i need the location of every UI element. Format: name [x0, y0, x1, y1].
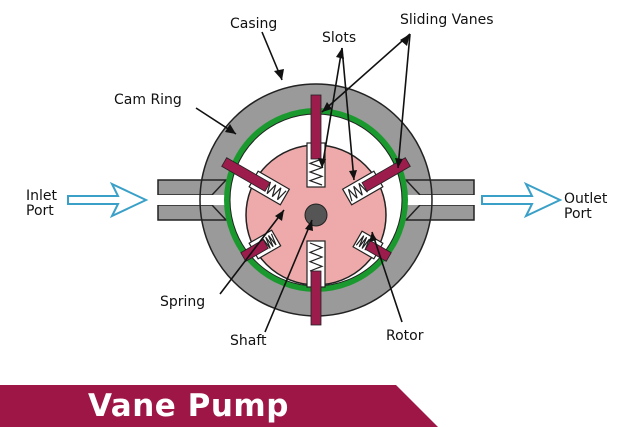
- sliding-vane: [240, 239, 269, 262]
- vane-assembly: [221, 157, 291, 206]
- label-inlet-1: Inlet: [26, 188, 58, 204]
- spring: [262, 233, 277, 249]
- leader-slots-a: [321, 47, 343, 169]
- vane-assembly: [306, 94, 326, 188]
- label-inlet-2: Port: [26, 203, 54, 219]
- leader-shaft: [264, 219, 313, 333]
- inlet-arrow: [67, 181, 149, 219]
- label-sliding-vanes: Sliding Vanes: [400, 12, 494, 28]
- leader-slots-b: [341, 47, 355, 181]
- leader-lines: [195, 31, 411, 333]
- leader-vanes-b: [397, 33, 411, 169]
- leader-rotor: [371, 231, 403, 323]
- sliding-vane: [221, 157, 271, 192]
- spring: [355, 235, 371, 251]
- shaft: [304, 203, 328, 227]
- leader-spring: [219, 209, 285, 295]
- sliding-vane: [310, 94, 322, 160]
- title-banner: [0, 385, 438, 427]
- label-shaft: Shaft: [230, 333, 267, 349]
- label-casing: Casing: [230, 16, 277, 32]
- spring: [347, 182, 368, 202]
- spring: [308, 158, 324, 186]
- label-outlet-1: Outlet: [564, 191, 608, 207]
- vane-assembly: [306, 240, 326, 326]
- page-title: Vane Pump: [88, 388, 289, 424]
- label-rotor: Rotor: [386, 328, 424, 344]
- label-spring: Spring: [160, 294, 205, 310]
- vane-assembly: [240, 229, 282, 262]
- label-outlet-2: Port: [564, 206, 592, 222]
- spring: [308, 242, 324, 272]
- label-slots: Slots: [322, 30, 356, 46]
- leader-arrowheads: [225, 34, 410, 242]
- leader-vanes-a: [321, 33, 411, 113]
- outlet-arrow: [481, 181, 563, 219]
- sliding-vane: [310, 270, 322, 326]
- spring: [266, 181, 287, 201]
- label-cam-ring: Cam Ring: [114, 92, 182, 108]
- vanes-group: [221, 94, 411, 326]
